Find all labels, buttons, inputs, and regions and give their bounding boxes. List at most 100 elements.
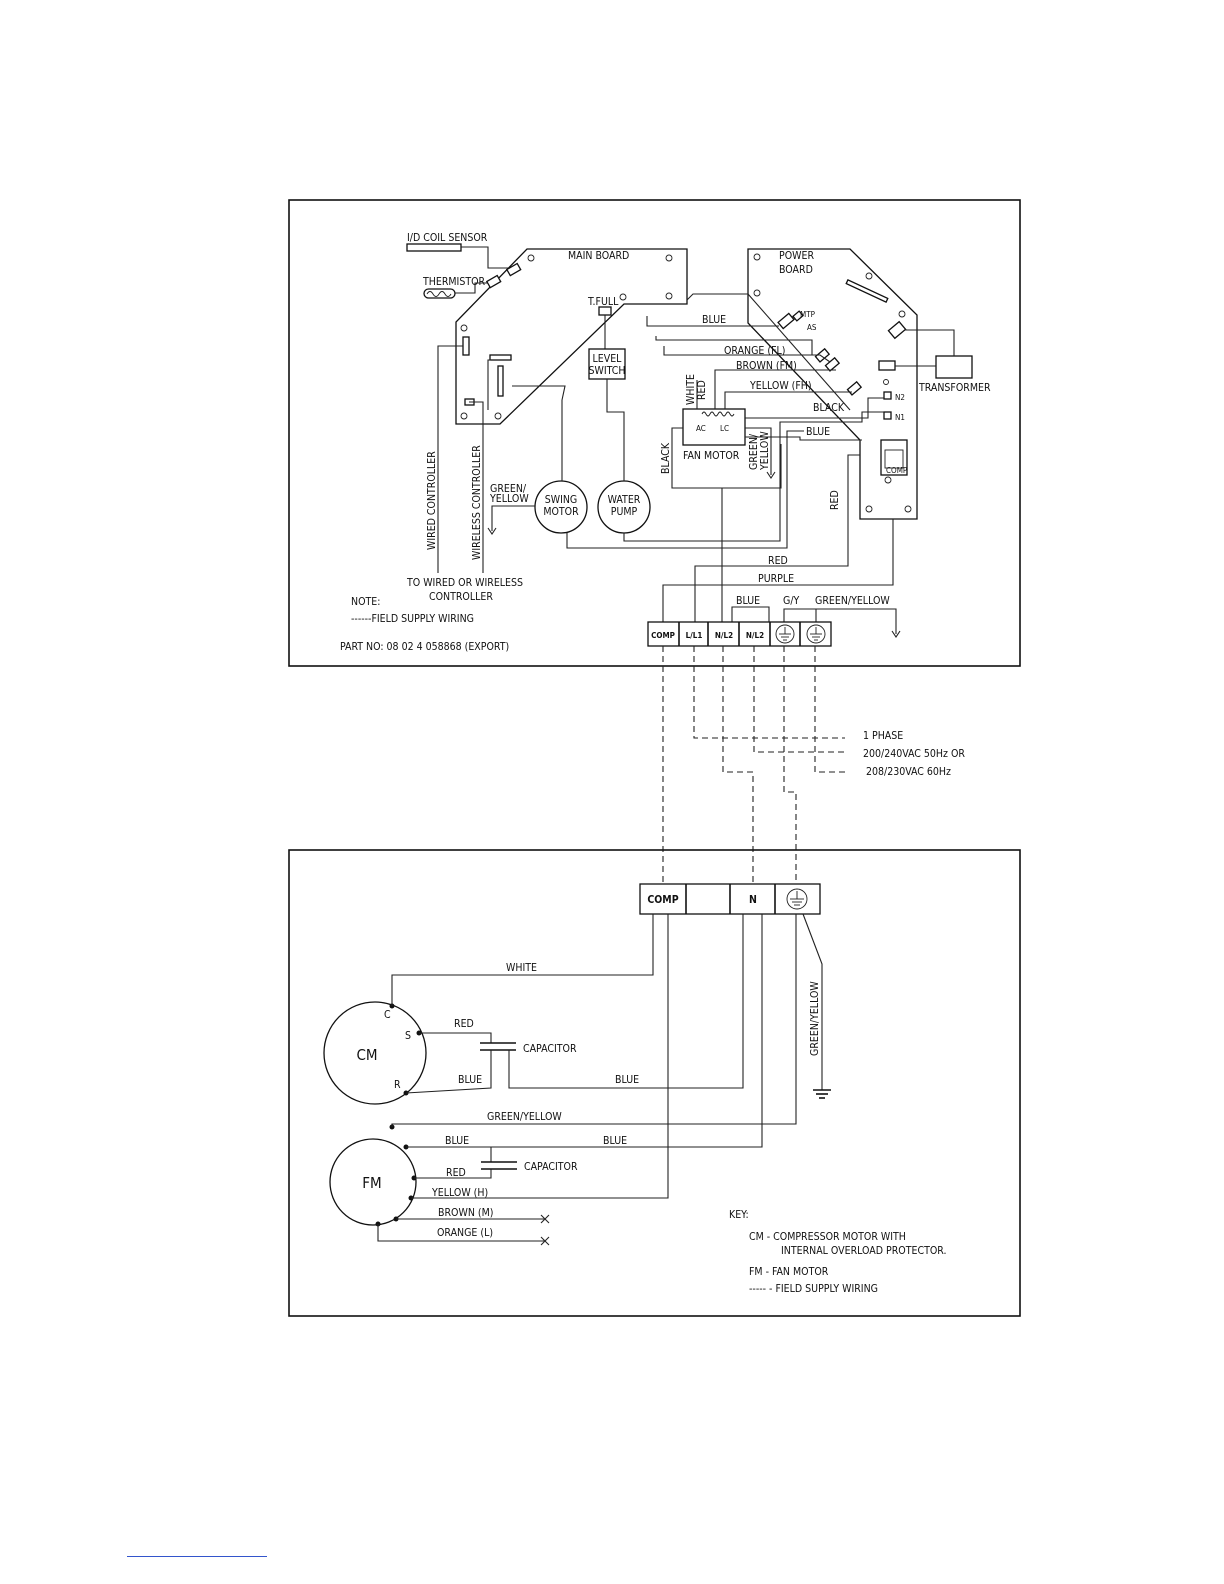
swing-motor-label-2: MOTOR <box>543 506 579 518</box>
blue-wire <box>646 316 779 327</box>
yellow-fh-label: YELLOW (FH) <box>749 380 812 392</box>
black-wire <box>745 397 884 419</box>
connector-icon <box>485 274 502 289</box>
white-wire-label: WHITE <box>685 374 697 405</box>
board-diagonal-wire <box>747 293 851 411</box>
ground-icon <box>786 888 808 910</box>
mount-hole-icon <box>898 310 906 318</box>
outdoor-terminal-block: COMP N <box>639 883 821 915</box>
fm-red-label: RED <box>446 1167 466 1179</box>
tag-n1: N1 <box>895 413 905 422</box>
cap-blue-wire <box>508 914 744 1089</box>
n1-connector-icon <box>883 411 892 420</box>
red-v-wire-label: RED <box>696 380 708 400</box>
field-supply-note: ------FIELD SUPPLY WIRING <box>351 613 474 625</box>
cm-pin-s: S <box>405 1030 411 1042</box>
mount-hole-icon <box>753 253 761 261</box>
pump-return-wire <box>623 411 884 542</box>
fan-pin-ac: AC <box>696 424 706 433</box>
arrow-down-icon <box>766 471 776 479</box>
orange-fl-wire-top <box>655 336 813 355</box>
gy-ground-wire <box>816 608 897 634</box>
power-board-label-1: POWER <box>779 250 814 262</box>
coil-sensor-label: I/D COIL SENSOR <box>407 232 488 244</box>
brown-fm-wire <box>714 369 836 409</box>
transformer-label: TRANSFORMER <box>918 382 991 394</box>
cm-blue-wire <box>405 1050 492 1094</box>
wireless-controller-label: WIRELESS CONTROLLER <box>471 445 483 560</box>
coil-sensor-wire <box>461 246 510 269</box>
fm-ground-wire <box>391 914 797 1127</box>
key-cm-line-2: INTERNAL OVERLOAD PROTECTOR. <box>781 1245 946 1257</box>
cm-blue-label: BLUE <box>458 1074 482 1086</box>
mount-hole-icon <box>527 254 535 262</box>
to-controller-label-2: CONTROLLER <box>429 591 493 603</box>
supply-line-1: 1 PHASE <box>863 730 903 742</box>
l1-field-wire <box>693 646 845 739</box>
tag-comp: COMP <box>886 466 908 475</box>
wired-controller-wire <box>437 345 463 573</box>
tag-mtp: MTP <box>800 310 816 319</box>
thermistor-symbol <box>426 291 452 297</box>
level-switch <box>588 348 626 380</box>
swing-gy-label-2: YELLOW <box>489 493 529 505</box>
connector-icon <box>845 279 889 303</box>
blue-term-wire <box>731 606 770 622</box>
field-supply-wiring: 1 PHASE 200/240VAC 50Hz OR 208/230VAC 60… <box>662 646 965 886</box>
fan-motor <box>329 1138 417 1226</box>
outdoor-terminal-comp: COMP <box>647 894 678 906</box>
power-board-label-2: BOARD <box>779 264 813 276</box>
terminal-n-l2-a: N/L2 <box>715 631 733 640</box>
orange-l-label: ORANGE (L) <box>437 1227 493 1239</box>
indoor-terminal-block: COMP L/L1 N/L2 N/L2 <box>647 621 832 647</box>
black-wire-label: BLACK <box>813 402 845 414</box>
mount-hole-icon <box>865 272 873 280</box>
supply-line-2: 200/240VAC 50Hz OR <box>863 748 965 760</box>
green-yellow-term-label: GREEN/YELLOW <box>815 595 890 607</box>
comp-relay-inner <box>884 449 904 469</box>
transformer-wire <box>905 329 955 356</box>
mount-hole-icon <box>904 505 912 513</box>
white-wire <box>391 914 654 1006</box>
gy-v-label-1: GREEN/ <box>748 433 760 470</box>
gy-v-label-2: YELLOW <box>759 431 771 471</box>
key-fm-line: FM - FAN MOTOR <box>749 1266 829 1278</box>
n2-connector-icon <box>883 391 892 400</box>
outdoor-terminal-n: N <box>749 894 757 906</box>
note-label: NOTE: <box>351 596 380 608</box>
swing-motor-wire <box>512 385 566 481</box>
mount-hole-icon <box>665 254 673 262</box>
mount-hole-icon <box>460 324 468 332</box>
red-right-label: RED <box>829 490 841 510</box>
connector-icon <box>887 320 907 340</box>
terminal-comp: COMP <box>651 631 675 640</box>
capacitor1-label: CAPACITOR <box>523 1043 577 1055</box>
outdoor-unit-panel: COMP N CM C S R WHITE RED CAPACITOR BLUE <box>288 849 1021 1317</box>
footer-rule <box>127 1556 267 1557</box>
key-cm-line-1: CM - COMPRESSOR MOTOR WITH <box>749 1231 906 1243</box>
terminal-l-l1: L/L1 <box>686 631 703 640</box>
ground-wire-label: GREEN/YELLOW <box>809 981 821 1056</box>
connector-icon <box>505 262 522 277</box>
level-switch-label-2: SWITCH <box>589 365 626 377</box>
ground2-field-wire <box>814 646 845 773</box>
fm-label: FM <box>362 1174 381 1192</box>
to-controller-label-1: TO WIRED OR WIRELESS <box>406 577 523 589</box>
yellow-h-wire <box>411 914 669 1199</box>
arrow-down-icon <box>487 527 497 535</box>
fm-blue-wire <box>406 914 763 1148</box>
gy-term-label: G/Y <box>783 595 800 607</box>
tfull-label: T.FULL <box>587 296 619 308</box>
swing-ground-wire <box>491 505 535 531</box>
white-wire-label: WHITE <box>506 962 537 974</box>
purple-wire <box>662 519 894 622</box>
ground-wire <box>802 913 823 1090</box>
n2-field-wire <box>753 646 845 753</box>
connector-icon <box>462 336 470 356</box>
ground-field-wire <box>783 646 797 886</box>
water-pump-label-2: PUMP <box>611 506 638 518</box>
key-title: KEY: <box>729 1209 749 1221</box>
orange-l-wire <box>377 1224 544 1242</box>
indoor-unit-panel: I/D COIL SENSOR THERMISTOR MAIN BOARD T.… <box>288 199 1021 667</box>
